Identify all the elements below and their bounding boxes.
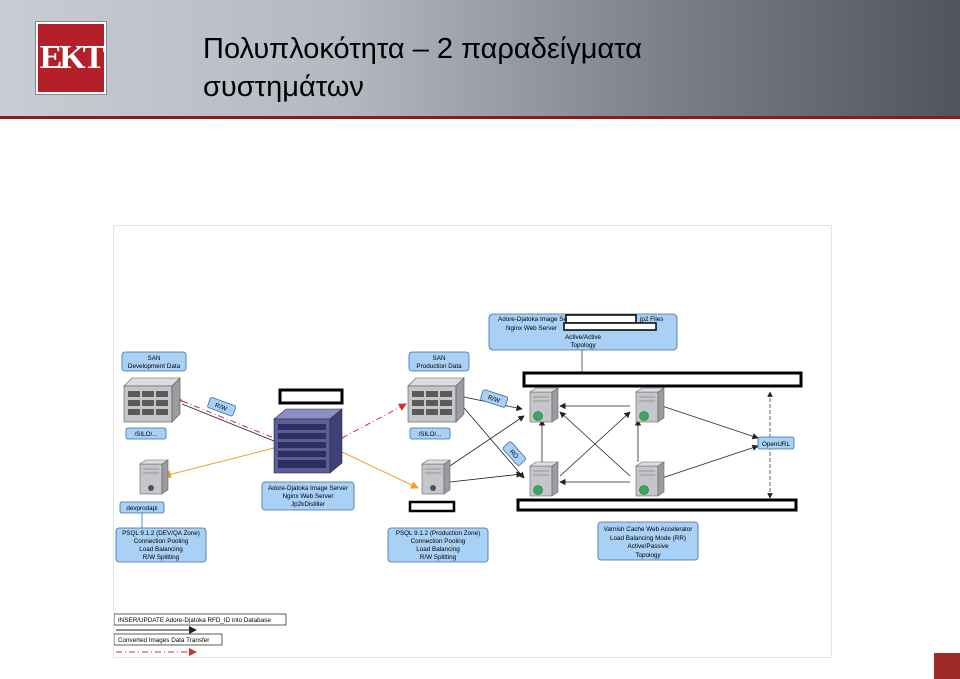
image-server-label-2: Nginx Web Server xyxy=(283,493,334,500)
image-server-redaction xyxy=(278,388,344,405)
san-dev-label-1: SAN xyxy=(148,355,161,362)
server-to-openurl-2 xyxy=(661,444,759,479)
varnish-label-2: Load Balancing Mode (RR) xyxy=(610,535,686,542)
top-box-label-4: Topology xyxy=(570,342,596,349)
silo-prod-label: /SILO/... xyxy=(409,427,451,440)
san-dev-label-2: Development Data xyxy=(128,363,181,370)
legend-entry-1-text: INSER/UPDATE Adore-Djatoka RFD_ID into D… xyxy=(118,617,271,624)
psql-prod-label: PSQL 9.1.2 (Production Zone) Connection … xyxy=(387,527,489,563)
ro-tag: RO xyxy=(502,441,527,466)
top-server-group-label: Adore-Djatoka Image Serve jp2 Files Ngin… xyxy=(488,313,678,351)
image-server-label: Adore-Djatoka Image Server Nginx Web Ser… xyxy=(261,481,355,511)
production-db-redaction xyxy=(408,500,456,513)
openurl-label: OpenURL xyxy=(757,436,795,450)
rw-prod-tag: R/W xyxy=(480,389,509,408)
rw-prod-text: R/W xyxy=(487,394,501,404)
web-server-top-right xyxy=(635,387,665,423)
header-divider xyxy=(0,116,960,119)
devprodapi-label: devprodapi xyxy=(119,501,165,514)
lower-redaction-banner xyxy=(516,498,798,512)
rw-dev-text: R/W xyxy=(214,402,228,413)
top-box-label-1b: jp2 Files xyxy=(639,316,663,323)
psql-dev-label-1: PSQL 9.1.2 (DEV/QA Zone) xyxy=(122,530,200,537)
slide-title: Πολυπλοκότητα – 2 παραδείγματα συστημάτω… xyxy=(203,30,923,106)
silo-prod-text: /SILO/... xyxy=(418,431,441,438)
top-box-label-1a: Adore-Djatoka Image Serve xyxy=(498,316,576,323)
image-server-label-3: Jp2kDistiller xyxy=(291,501,325,508)
logo-text: EKT xyxy=(39,39,106,76)
varnish-label-3: Active/Passive xyxy=(628,543,669,550)
san-production-storage xyxy=(407,377,465,423)
ekt-logo: EKT xyxy=(36,22,106,94)
prod-san-ro-link xyxy=(458,401,525,479)
psql-dev-label-3: Load Balancing xyxy=(139,546,183,553)
psql-prod-label-1: PSQL 9.1.2 (Production Zone) xyxy=(396,530,480,537)
slide-title-line-2: συστημάτων xyxy=(203,71,364,103)
varnish-label-4: Topology xyxy=(635,552,661,559)
globe-icon xyxy=(533,485,543,495)
top-box-label-2: Nginx Web Server xyxy=(506,325,557,332)
globe-icon xyxy=(639,485,649,495)
image-server-label-1: Adore-Djatoka Image Server xyxy=(268,485,348,492)
server-mesh-diag-2 xyxy=(559,411,631,477)
legend-entry-2-text: Converted Images Data Transfer xyxy=(118,637,209,644)
devprodapi-server xyxy=(139,459,169,495)
legend-entry-1-box xyxy=(113,613,287,626)
legend-entry-2-box xyxy=(113,633,223,646)
rw-dev-tag: R/W xyxy=(207,397,237,417)
image-server-to-prod-db-arrow xyxy=(341,451,419,489)
psql-prod-label-3: Load Balancing xyxy=(416,546,460,553)
psql-dev-label: PSQL 9.1.2 (DEV/QA Zone) Connection Pool… xyxy=(115,527,207,563)
web-server-bottom-left xyxy=(529,461,559,497)
devprodapi-disk-icon xyxy=(148,485,154,491)
image-server-rack xyxy=(273,408,343,474)
dev-san-to-image-server-arrow xyxy=(174,394,275,439)
legend: INSER/UPDATE Adore-Djatoka RFD_ID into D… xyxy=(113,613,287,656)
san-development-storage xyxy=(123,377,181,423)
psql-dev-label-2: Connection Pooling xyxy=(134,538,189,545)
psql-prod-label-4: R/W Splitting xyxy=(420,554,457,561)
devprodapi-text: devprodapi xyxy=(126,505,157,512)
connectors xyxy=(163,350,773,499)
psql-dev-label-4: R/W Splitting xyxy=(143,554,180,561)
slide-header xyxy=(0,0,960,118)
slide-title-line-1: Πολυπλοκότητα – 2 παραδείγματα xyxy=(203,33,642,65)
openurl-text: OpenURL xyxy=(762,441,790,448)
production-db-disk-icon xyxy=(430,485,436,491)
ro-text: RO xyxy=(508,448,520,460)
san-production-label: SAN Production Data xyxy=(408,351,470,372)
top-box-redaction-2 xyxy=(563,322,657,331)
web-server-top-left xyxy=(529,387,559,423)
web-server-bottom-right xyxy=(635,461,665,497)
san-prod-label-2: Production Data xyxy=(416,363,462,370)
varnish-label-1: Varnish Cache Web Accelerator xyxy=(604,526,693,533)
silo-dev-text: /SILO/... xyxy=(134,431,157,438)
image-server-to-devprodapi-arrow xyxy=(163,447,275,479)
architecture-svg: Adore-Djatoka Image Serve jp2 Files Ngin… xyxy=(113,313,803,656)
upper-redaction-banner xyxy=(522,371,803,388)
top-box-redaction-1 xyxy=(565,314,637,324)
dev-san-image-server-link xyxy=(181,403,275,442)
top-box-label-3: Active/Active xyxy=(565,334,602,341)
image-server-to-prod-san-arrow xyxy=(341,403,407,439)
san-development-label: SAN Development Data xyxy=(121,351,187,372)
production-db-server xyxy=(421,459,451,495)
varnish-label: Varnish Cache Web Accelerator Load Balan… xyxy=(597,521,699,561)
san-prod-label-1: SAN xyxy=(433,355,446,362)
globe-icon xyxy=(639,411,649,421)
psql-prod-label-2: Connection Pooling xyxy=(411,538,466,545)
architecture-diagram: Adore-Djatoka Image Serve jp2 Files Ngin… xyxy=(113,226,831,657)
slide-corner-accent xyxy=(934,653,960,679)
silo-dev-label: /SILO/... xyxy=(125,427,167,440)
server-to-openurl-1 xyxy=(661,405,759,440)
globe-icon xyxy=(533,411,543,421)
